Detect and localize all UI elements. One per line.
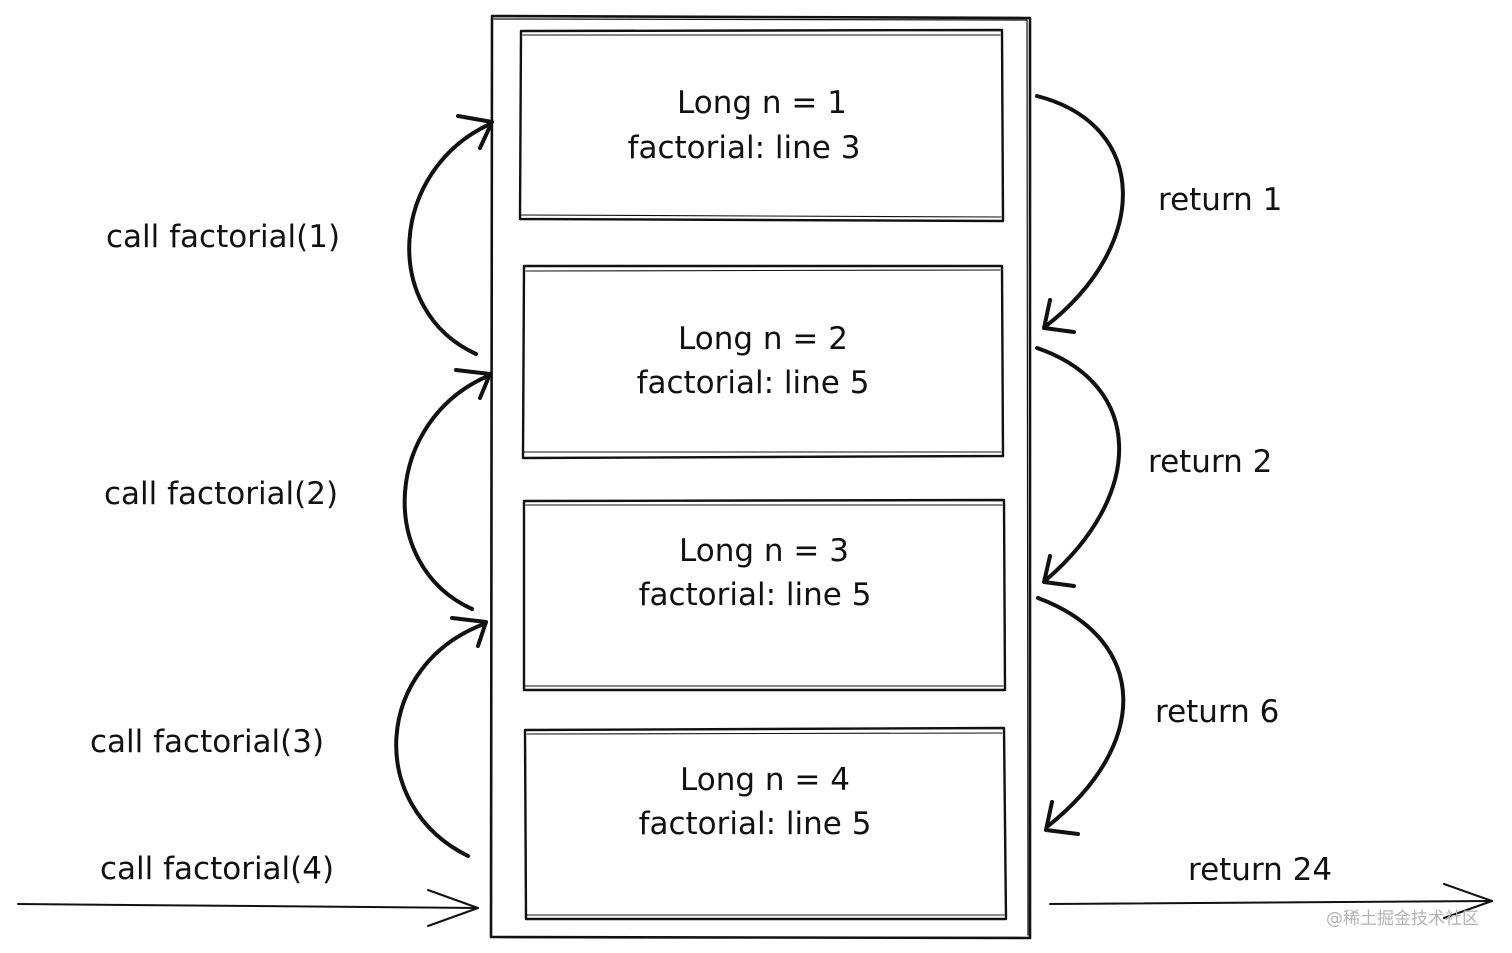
call-label-1: call factorial(1)	[106, 219, 340, 255]
call-arrow-1	[407, 114, 494, 356]
call-arrow-3	[394, 616, 488, 858]
frame-2-location: factorial: line 5	[637, 365, 870, 401]
stack-frame-1	[518, 28, 1005, 223]
call-arrow-2	[402, 368, 492, 611]
stack-frame-4	[523, 726, 1008, 921]
call-label-2: call factorial(2)	[104, 476, 338, 512]
exit-arrow	[1049, 883, 1493, 919]
watermark: @稀土掘金技术社区	[1326, 909, 1479, 929]
call-label-4: call factorial(4)	[100, 851, 334, 887]
return-label-2: return 2	[1148, 444, 1272, 480]
stack-frame-3	[522, 498, 1007, 692]
return-label-4: return 24	[1188, 852, 1332, 888]
return-arrow-1	[1035, 94, 1125, 334]
frame-1-variable: Long n = 1	[677, 85, 847, 121]
frame-1-location: factorial: line 3	[628, 130, 861, 166]
return-label-3: return 6	[1155, 694, 1279, 730]
entry-arrow	[17, 889, 479, 927]
frame-3-location: factorial: line 5	[639, 577, 872, 613]
stack-frame-2	[521, 264, 1005, 460]
frame-3-variable: Long n = 3	[679, 533, 849, 569]
return-label-1: return 1	[1158, 182, 1282, 218]
return-arrow-3	[1036, 596, 1126, 836]
call-label-3: call factorial(3)	[90, 724, 324, 760]
return-arrow-2	[1035, 346, 1122, 588]
frame-4-location: factorial: line 5	[639, 806, 872, 842]
frame-2-variable: Long n = 2	[678, 321, 848, 357]
frame-4-variable: Long n = 4	[680, 762, 850, 798]
stack-container	[489, 14, 1032, 940]
